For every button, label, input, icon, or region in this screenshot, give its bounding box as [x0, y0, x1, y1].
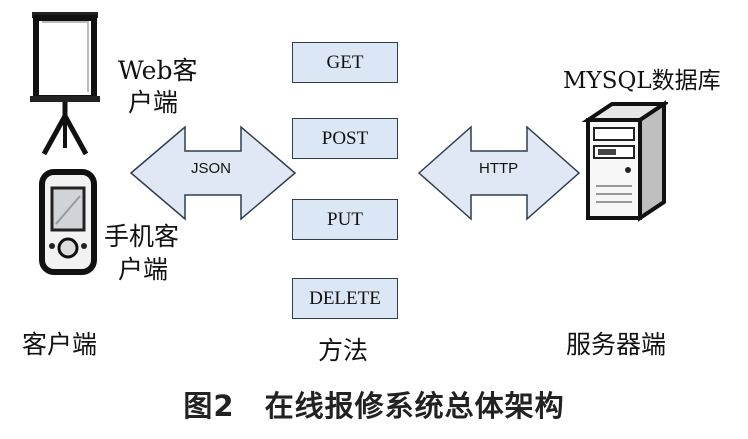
method-post-label: POST [321, 127, 369, 149]
method-put-box: PUT [292, 199, 398, 240]
figure-caption: 图2 在线报修系统总体架构 [183, 389, 565, 423]
method-post-box: POST [292, 118, 398, 159]
http-double-arrow [417, 125, 581, 221]
method-delete-label: DELETE [309, 287, 381, 309]
method-get-box: GET [292, 42, 398, 83]
server-section-label: 服务器端 [566, 330, 667, 359]
method-put-label: PUT [327, 208, 363, 230]
server-tower-icon [582, 100, 668, 222]
projector-screen-icon [30, 12, 100, 156]
web-client-label-line1: Web客 [118, 56, 198, 85]
web-client-label-line2: 户端 [128, 88, 179, 117]
pda-icon [39, 169, 97, 275]
mobile-client-label-line1: 手机客 [104, 222, 180, 251]
methods-section-label: 方法 [318, 336, 369, 365]
mobile-client-label-line2: 户端 [118, 255, 169, 284]
method-delete-box: DELETE [292, 278, 398, 319]
client-section-label: 客户端 [22, 330, 98, 359]
json-double-arrow [129, 125, 297, 221]
method-get-label: GET [326, 51, 364, 73]
json-arrow-label: JSON [191, 160, 232, 177]
http-arrow-label: HTTP [479, 160, 519, 177]
mysql-database-label: MYSQL数据库 [563, 68, 721, 94]
